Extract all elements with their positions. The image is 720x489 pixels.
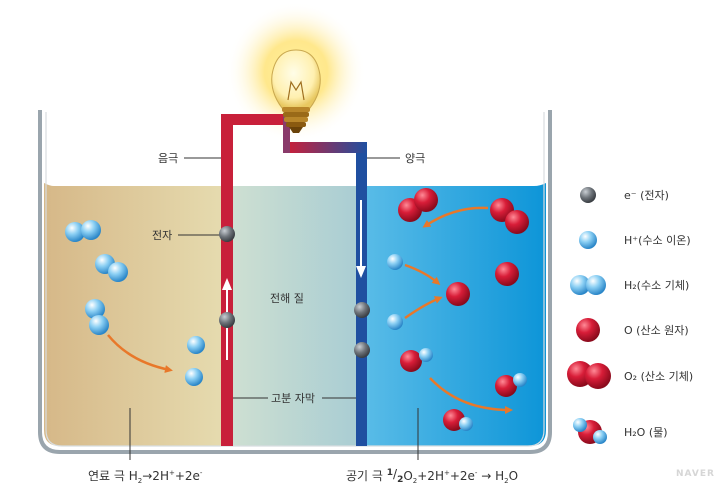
water-icon — [573, 418, 607, 444]
anode-hydrogen-molecules — [65, 220, 205, 386]
cathode-wire-top-bar — [288, 142, 367, 153]
legend-item-hydrogen-ion: H⁺(수소 이온) — [579, 231, 691, 249]
hydrogen-gas-icon — [570, 275, 606, 295]
legend-text: O₂ (산소 기체) — [624, 370, 693, 383]
anode-label: 음극 — [158, 152, 178, 165]
electrolyte-region — [228, 186, 358, 446]
legend-text: H₂O (물) — [624, 426, 668, 439]
cathode-arrow-h1 — [404, 263, 441, 285]
legend-text: H⁺(수소 이온) — [624, 234, 691, 247]
legend-text: H₂(수소 기체) — [624, 279, 689, 292]
legend-item-oxygen-gas: O₂ (산소 기체) — [567, 361, 693, 389]
legend-item-oxygen-atom: O (산소 원자) — [576, 318, 689, 342]
anode-reaction-arrow — [107, 334, 173, 373]
electron-particle — [219, 312, 235, 328]
electron-particle — [354, 302, 370, 318]
legend-item-electron: e⁻ (전자) — [580, 187, 669, 203]
cathode-molecules — [387, 188, 529, 431]
anode-solution — [44, 183, 228, 446]
electrons — [219, 226, 370, 358]
legend-text: e⁻ (전자) — [624, 189, 669, 202]
beaker-inner-edge — [45, 112, 545, 447]
watermark: NAVER — [676, 469, 715, 479]
light-bulb-icon — [271, 49, 321, 133]
legend-item-water: H₂O (물) — [573, 418, 668, 444]
cathode-equation: 공기 극 1/2O2+2H++2e- → H2O — [346, 467, 518, 485]
anode-equation: 연료 극 H2→2H++2e- — [88, 469, 203, 485]
wire-joint — [283, 114, 290, 153]
cathode-arrow-water — [429, 377, 513, 414]
cathode-arrow-o2 — [422, 206, 489, 228]
cathode-label: 양극 — [405, 152, 425, 165]
electron-particle — [219, 226, 235, 242]
electrolyte-label: 전해 질 — [270, 291, 304, 305]
electron-icon — [580, 187, 596, 203]
polymer-membrane-label: 고분 자막 — [271, 392, 315, 405]
legend: e⁻ (전자) H⁺(수소 이온) H₂(수소 기체) O (산소 원자) O₂… — [567, 187, 693, 444]
cathode-arrow-h2 — [404, 296, 443, 320]
cathode-down-arrow — [356, 200, 366, 278]
oxygen-gas-icon — [567, 361, 611, 389]
beaker — [38, 110, 552, 454]
anode-wire-top — [221, 114, 283, 125]
cathode-electrode — [356, 142, 367, 446]
hydrogen-ion-icon — [579, 231, 597, 249]
oxygen-atom-icon — [576, 318, 600, 342]
electron-label: 전자 — [152, 229, 172, 242]
legend-text: O (산소 원자) — [624, 324, 689, 337]
legend-item-hydrogen-gas: H₂(수소 기체) — [570, 275, 689, 295]
electron-particle — [354, 342, 370, 358]
